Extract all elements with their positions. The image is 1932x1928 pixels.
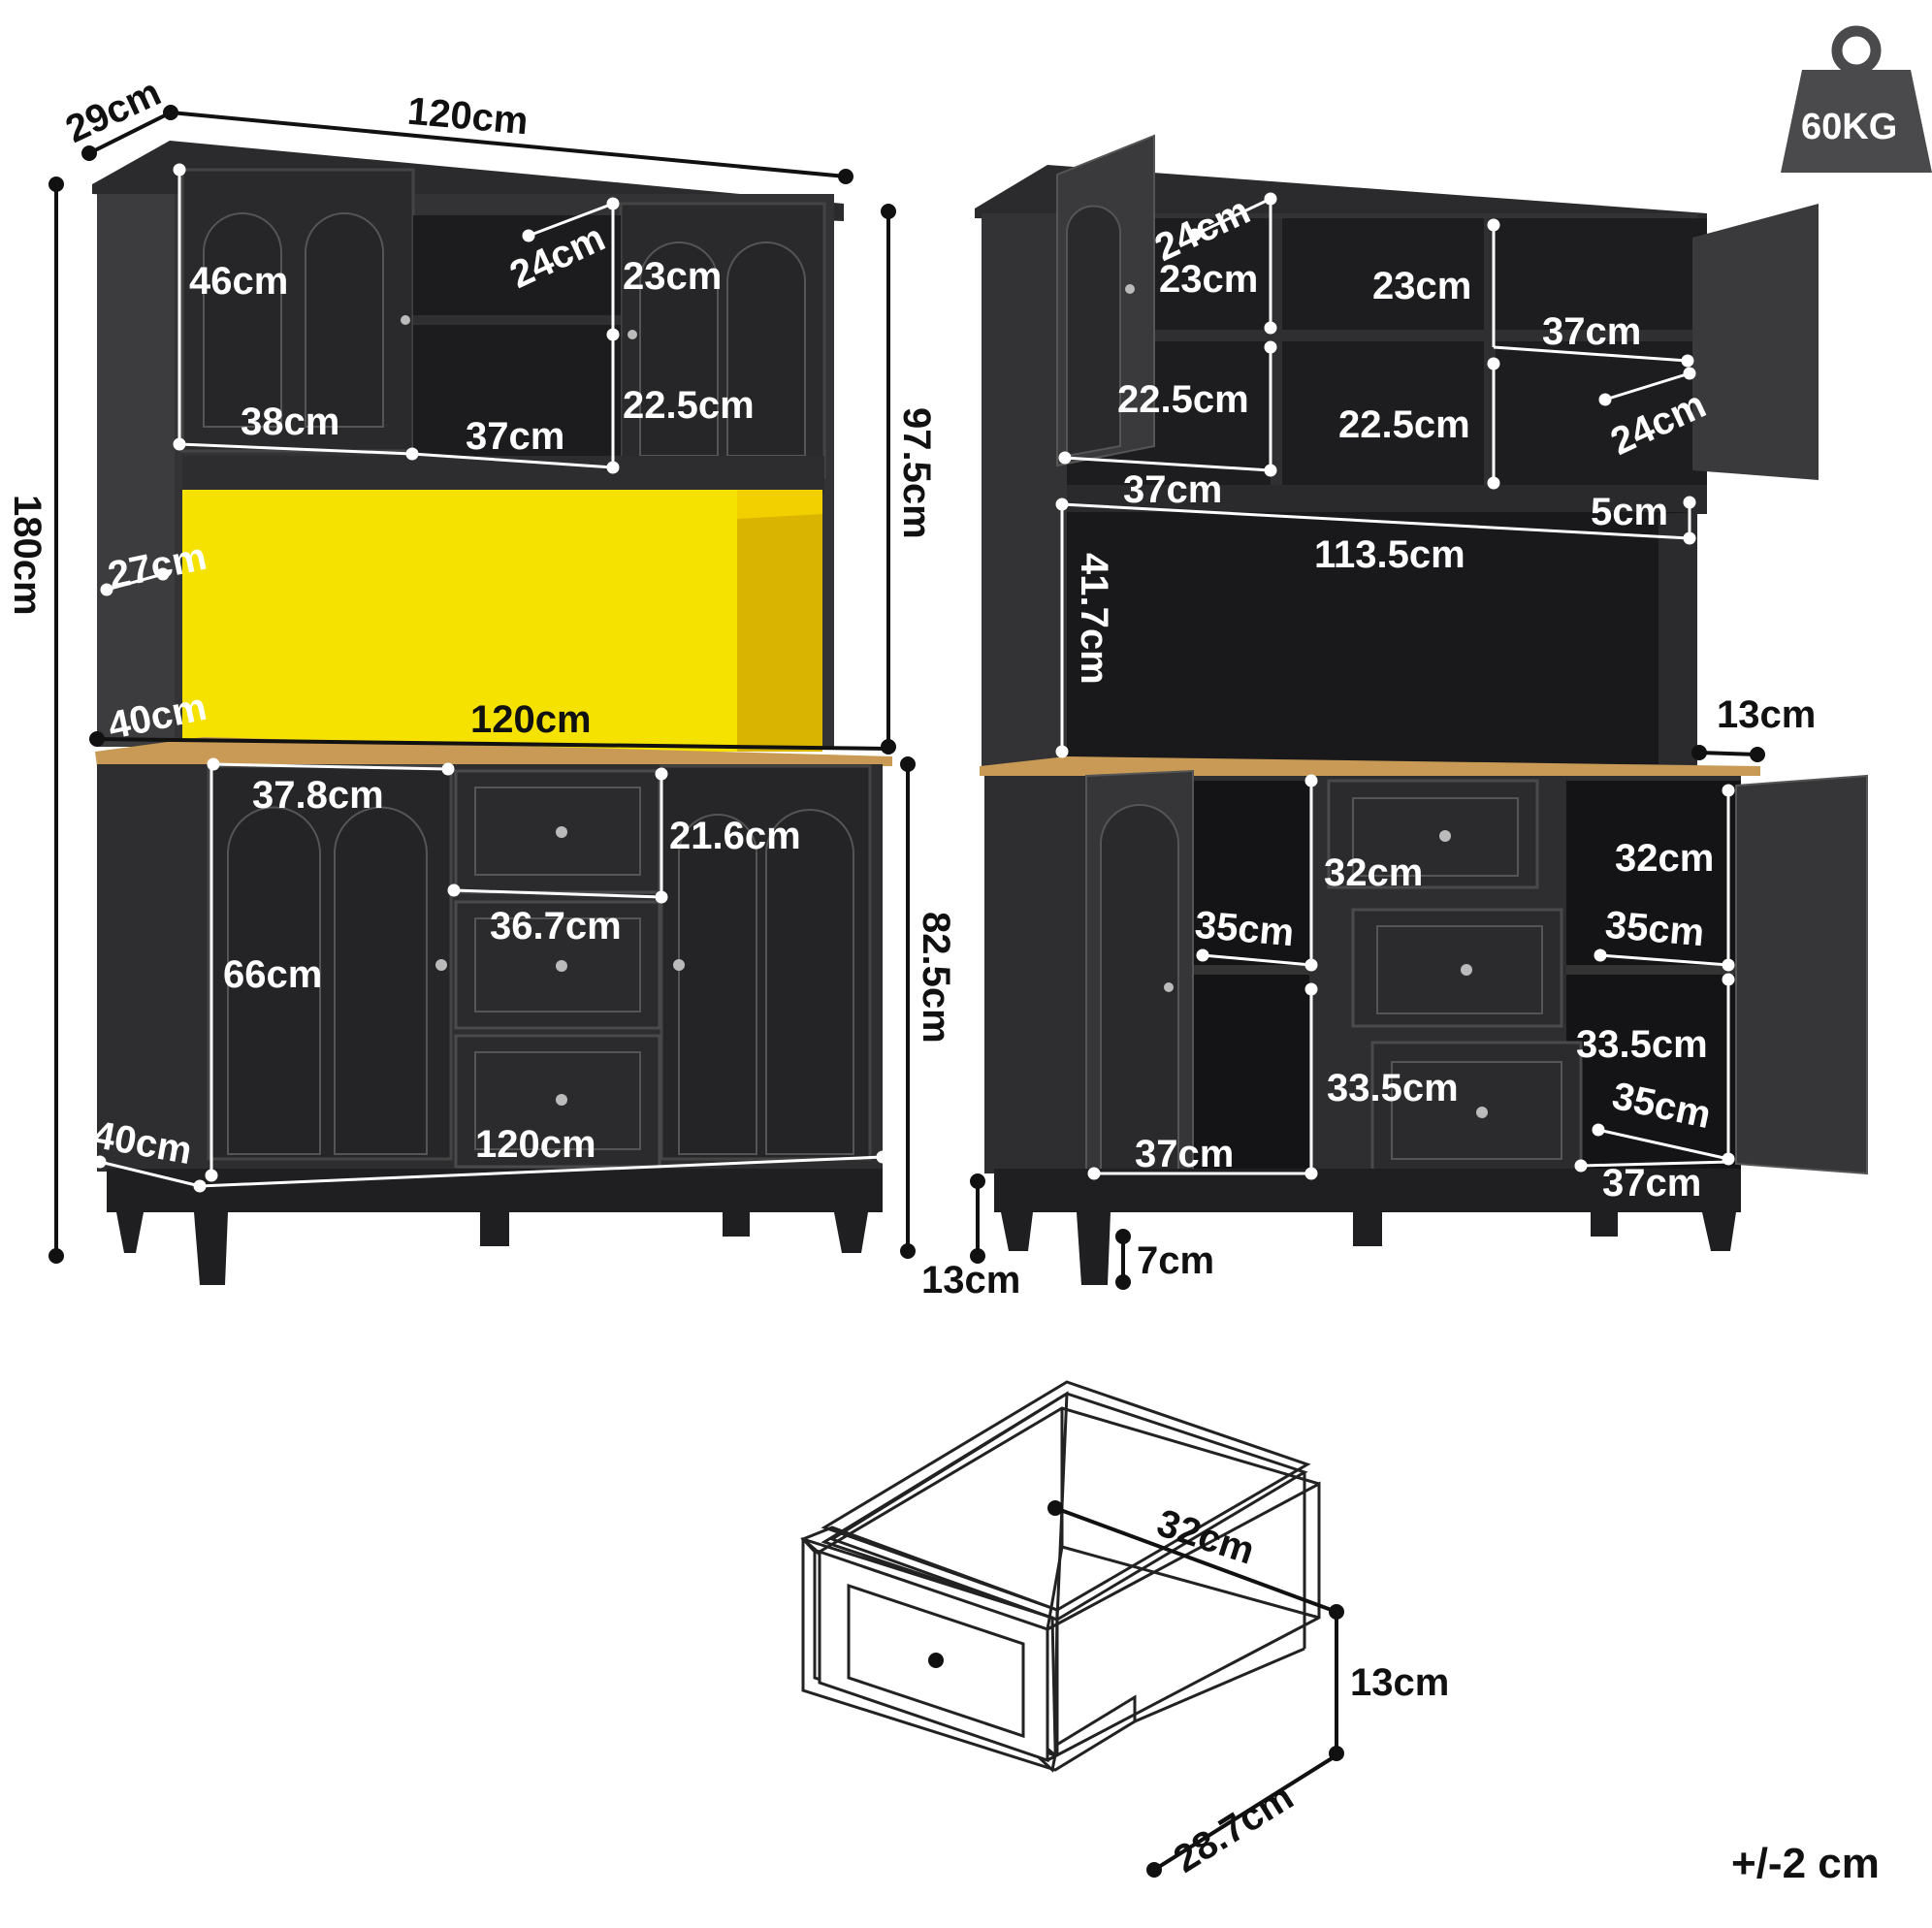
cab-right-depth-label: 35cm (1603, 903, 1707, 955)
hutch-center-width-label: 37cm (466, 415, 565, 458)
base-door-height-label: 66cm (223, 953, 323, 996)
hutch-height-label: 97.5cm (895, 407, 938, 539)
open-width-label: 113.5cm (1314, 533, 1465, 576)
lower-mid-label: 22.5cm (1338, 403, 1470, 446)
width-top-label: 120cm (405, 89, 531, 144)
base-height-label: 82.5cm (915, 912, 957, 1044)
counter-width-label: 120cm (470, 698, 592, 741)
drawer-height-label: 21.6cm (669, 815, 801, 857)
hutch-door-width-label: 38cm (241, 401, 340, 443)
weight-label: 60KG (1801, 107, 1898, 147)
gap-label: 5cm (1591, 491, 1669, 533)
dimension-lines-white (93, 163, 1735, 1193)
leg-height-label: 13cm (921, 1259, 1021, 1301)
cab-left-width-label: 37cm (1135, 1133, 1235, 1175)
open-height-label: 41.7cm (1073, 553, 1115, 685)
dimension-lines-black (48, 105, 1765, 1878)
total-height-label: 180cm (6, 495, 48, 616)
drawer-width-label: 36.7cm (490, 905, 622, 948)
weight-icon (1781, 25, 1932, 173)
hutch-right-upper-label: 23cm (623, 255, 723, 298)
hutch-left-width-label: 37cm (1123, 468, 1223, 511)
lower-left-label: 22.5cm (1117, 378, 1249, 421)
drawer-detail-height-label: 13cm (1350, 1661, 1450, 1704)
cab-right-width-label: 37cm (1602, 1162, 1702, 1205)
hutch-door-height-label: 46cm (189, 260, 289, 303)
side-gap-label: 13cm (1717, 693, 1817, 736)
base-width-label: 120cm (475, 1123, 596, 1166)
cab-left-depth-label: 35cm (1193, 903, 1297, 955)
foot-height-label: 7cm (1137, 1239, 1215, 1282)
cab-right-lower-label: 33.5cm (1576, 1023, 1708, 1066)
hutch-right-lower-label: 22.5cm (623, 384, 755, 427)
tolerance-label: +/-2 cm (1731, 1840, 1880, 1887)
upper-mid-label: 23cm (1372, 265, 1472, 307)
front-cabinet (92, 141, 892, 1285)
upper-left-label: 23cm (1159, 258, 1259, 301)
drawer-front-panel (818, 1549, 1049, 1763)
upper-right-width-label: 37cm (1542, 310, 1642, 353)
drawer-height-open-label: 32cm (1324, 852, 1424, 894)
open-cabinet (975, 134, 1868, 1285)
base-door-width-label: 37.8cm (252, 774, 384, 817)
cab-right-height-label: 32cm (1615, 837, 1715, 880)
drawer-lower-label: 33.5cm (1327, 1067, 1459, 1109)
